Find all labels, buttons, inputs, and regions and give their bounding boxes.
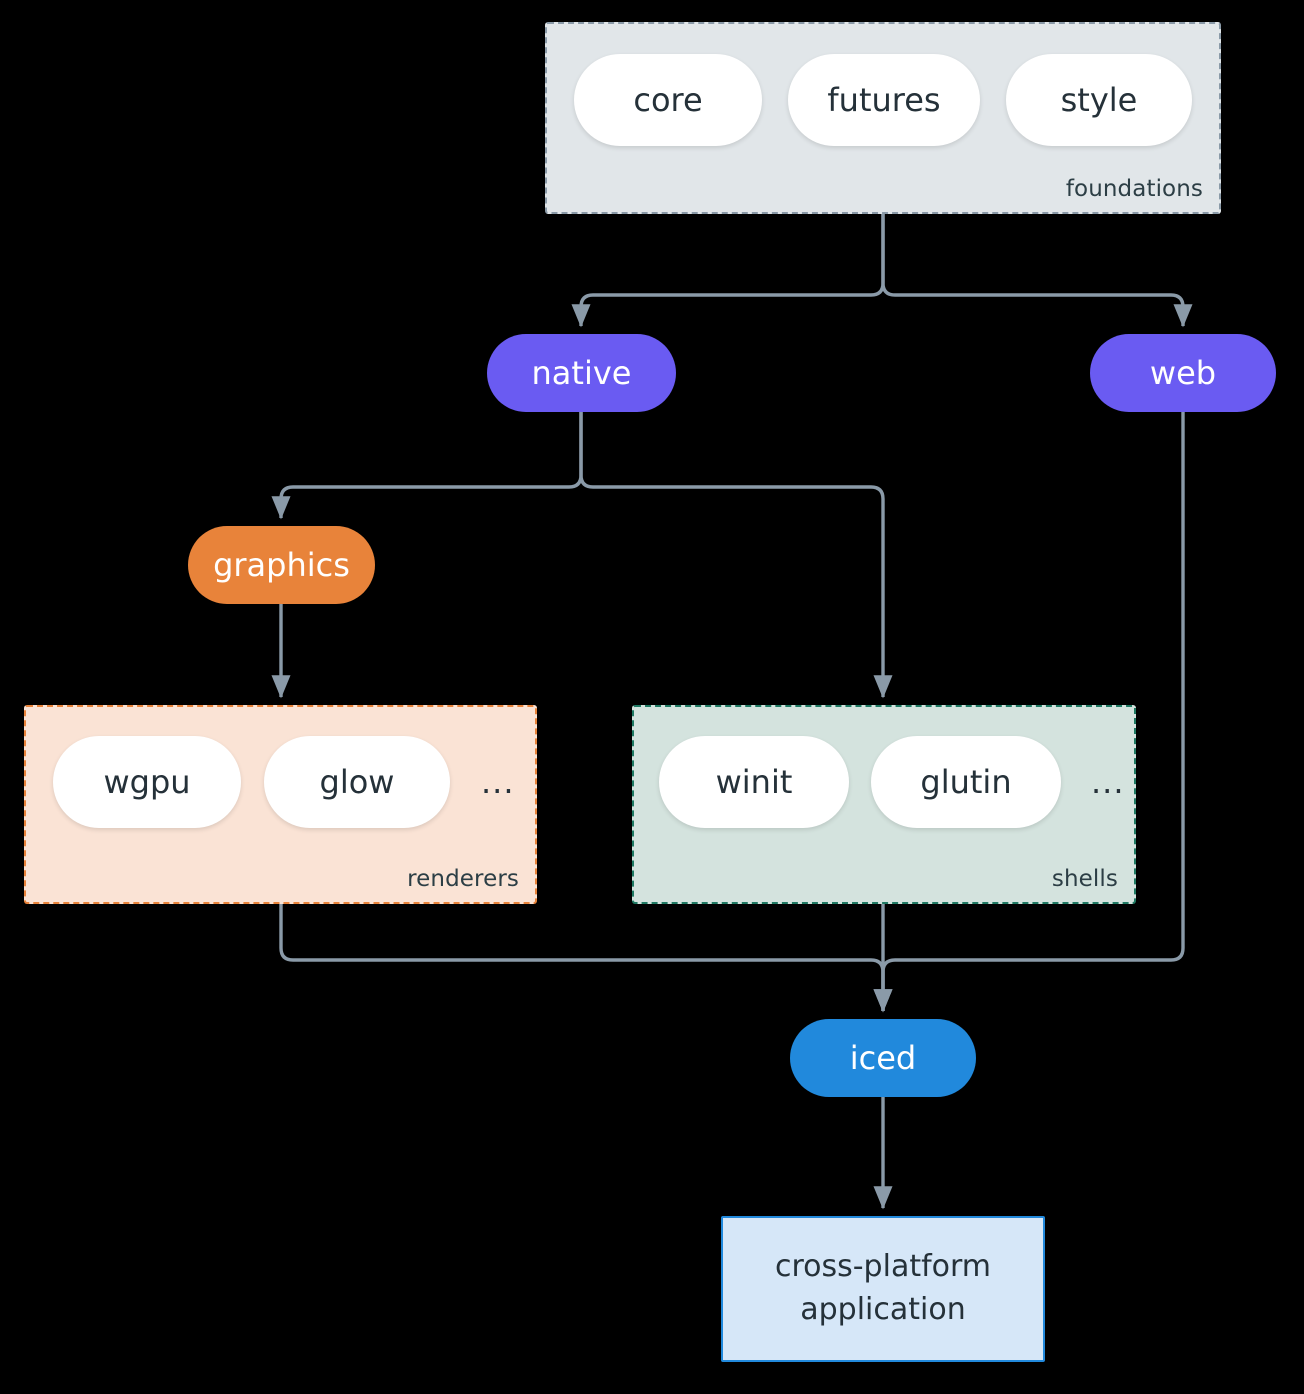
node-cross-platform-application[interactable]: cross-platform application: [721, 1216, 1045, 1362]
pill-winit[interactable]: winit: [659, 736, 849, 828]
cluster-renderers: wgpu glow ... renderers: [24, 705, 537, 904]
pill-glutin[interactable]: glutin: [871, 736, 1061, 828]
edge-foundations-native: [571, 214, 885, 328]
pill-glow[interactable]: glow: [264, 736, 450, 828]
edge-renderers-iced: [279, 904, 893, 1013]
application-line-2: application: [800, 1292, 966, 1327]
application-line-1: cross-platform: [774, 1249, 992, 1285]
cluster-label-foundations: foundations: [1065, 176, 1203, 202]
cluster-label-shells: shells: [1051, 866, 1118, 892]
foundations-pill-row: core futures style: [574, 54, 1192, 146]
pill-style[interactable]: style: [1006, 54, 1192, 146]
edge-native-graphics: [271, 412, 583, 520]
pill-core[interactable]: core: [574, 54, 762, 146]
cluster-label-renderers: renderers: [407, 866, 519, 892]
node-native[interactable]: native: [487, 334, 676, 412]
node-web[interactable]: web: [1090, 334, 1276, 412]
cluster-shells: winit glutin ... shells: [632, 705, 1136, 904]
pill-futures[interactable]: futures: [788, 54, 980, 146]
edge-native-shells: [579, 412, 893, 699]
edge-foundations-web: [881, 214, 1193, 328]
cluster-foundations: core futures style foundations: [545, 22, 1221, 214]
shells-ellipsis: ...: [1091, 763, 1125, 801]
node-graphics[interactable]: graphics: [188, 526, 375, 604]
shells-pill-row: winit glutin ...: [659, 736, 1125, 828]
node-iced[interactable]: iced: [790, 1019, 976, 1097]
renderers-pill-row: wgpu glow ...: [53, 736, 515, 828]
renderers-ellipsis: ...: [481, 763, 515, 801]
pill-wgpu[interactable]: wgpu: [53, 736, 241, 828]
